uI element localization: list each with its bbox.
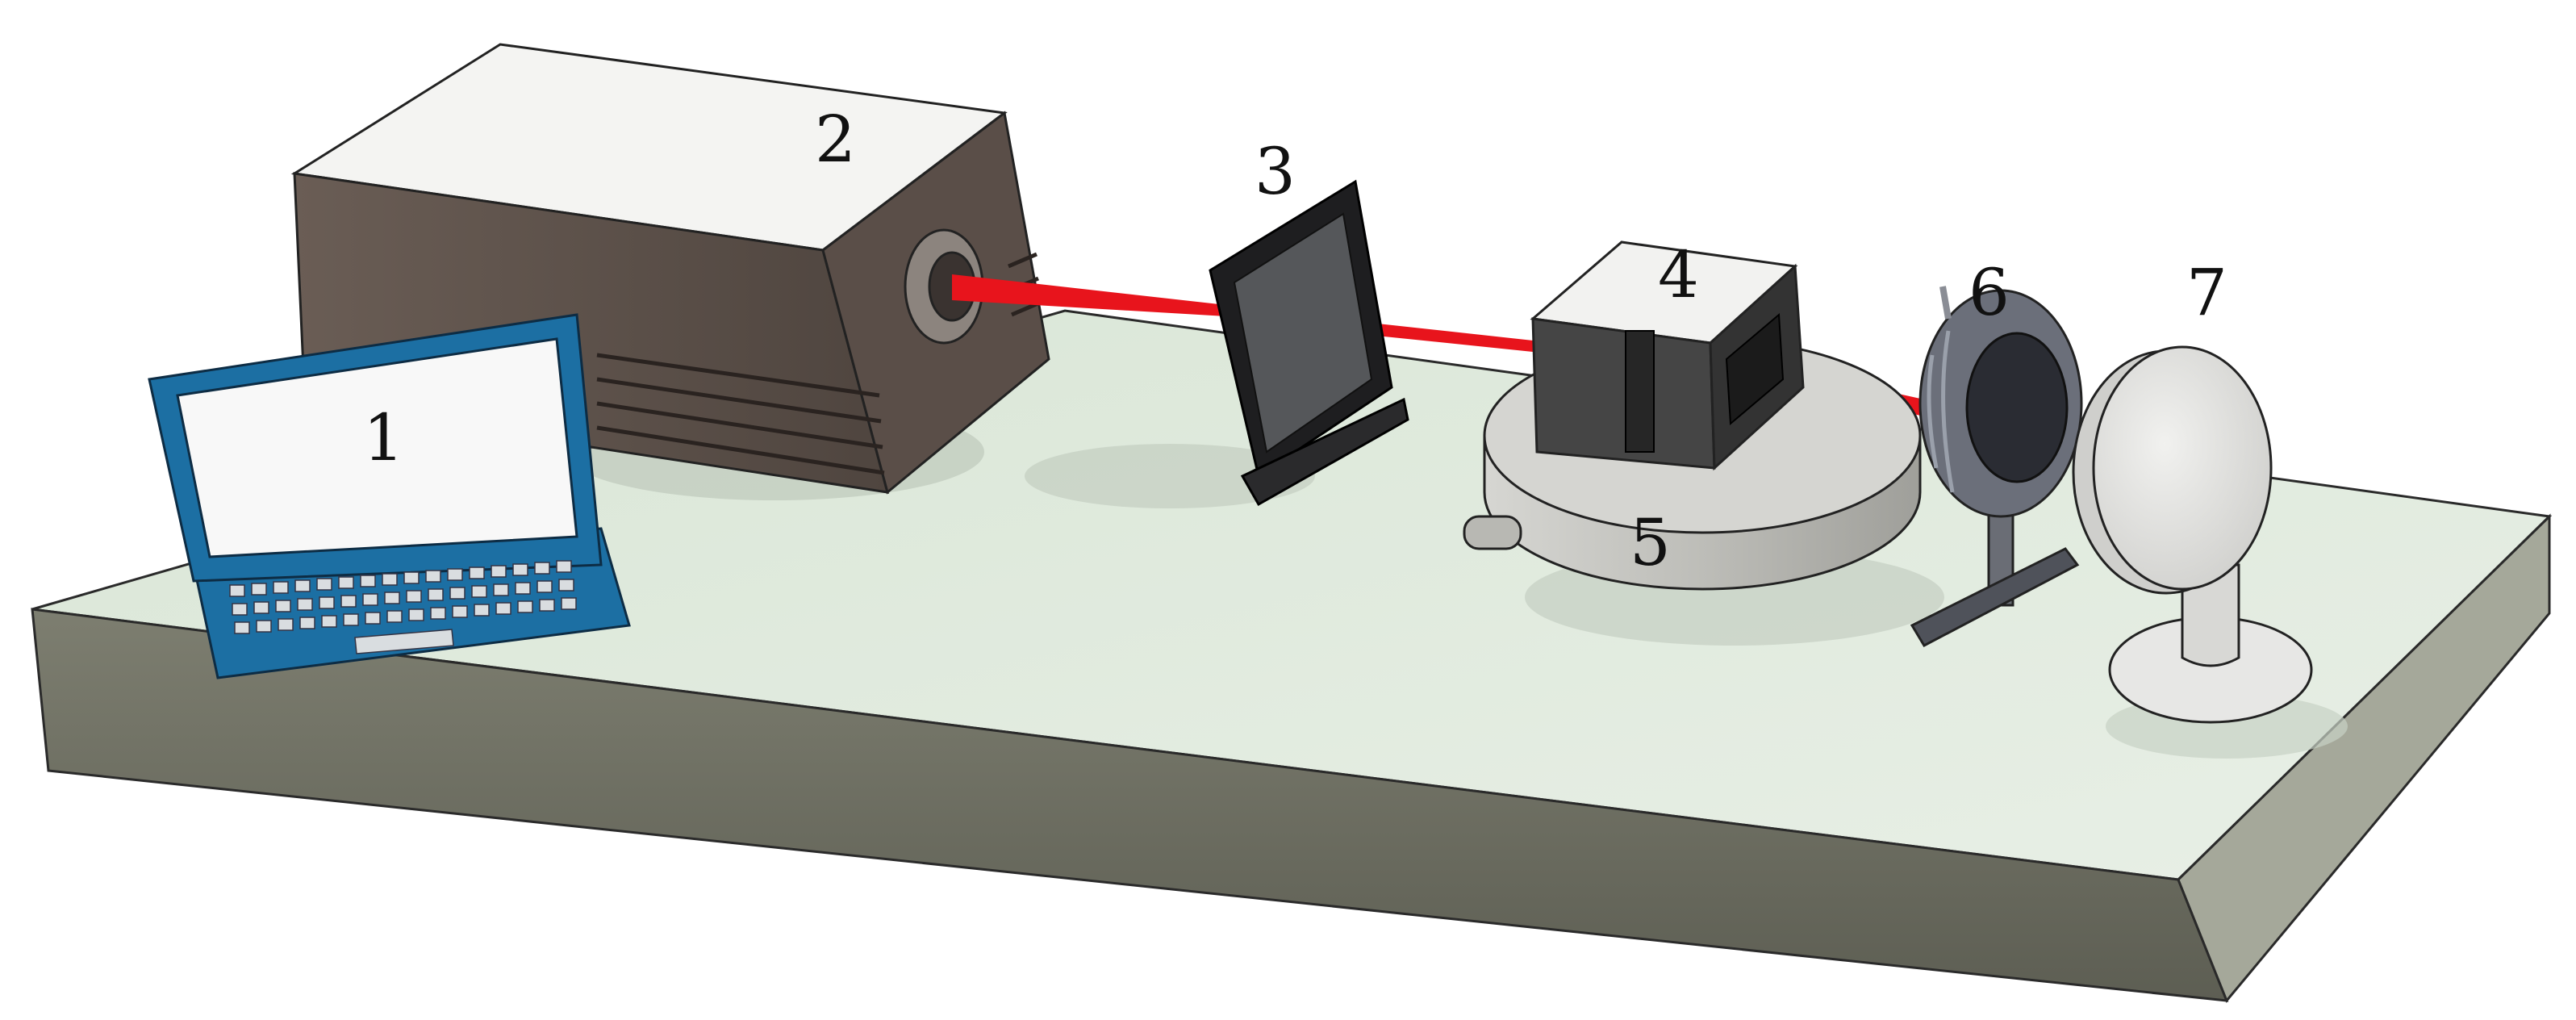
filter-glass bbox=[1233, 212, 1373, 454]
holder-slot bbox=[1625, 330, 1655, 453]
lens-rail bbox=[1910, 547, 2080, 647]
lens-adjust-screw bbox=[1939, 286, 1952, 320]
lens-ring-inner bbox=[1965, 332, 2069, 483]
holder-front-face bbox=[1531, 317, 1716, 470]
stage-knob bbox=[1463, 515, 1522, 550]
detector-head-face bbox=[2092, 345, 2273, 591]
computer: 1 bbox=[148, 313, 631, 679]
laptop-screen bbox=[176, 337, 578, 558]
filter-base bbox=[1240, 397, 1409, 507]
sample-holder: 4 bbox=[1530, 237, 1805, 471]
filter-plate: 3 bbox=[1209, 134, 1409, 507]
label-detector: 7 bbox=[2186, 255, 2227, 330]
lens-mount: 6 bbox=[1910, 255, 2083, 647]
label-filter: 3 bbox=[1255, 134, 1296, 209]
label-lens-mount: 6 bbox=[1969, 255, 2010, 330]
filter-shadow bbox=[1025, 444, 1315, 508]
lens-ring-grooves bbox=[1927, 330, 1955, 493]
laser-cooling-fins bbox=[596, 353, 885, 475]
beam-segment-source-to-filter bbox=[952, 274, 1226, 316]
label-computer: 1 bbox=[363, 400, 404, 475]
holder-window bbox=[1725, 312, 1785, 426]
label-laser-source: 2 bbox=[815, 102, 856, 177]
label-sample-holder: 4 bbox=[1658, 237, 1699, 312]
table-right-side bbox=[2177, 513, 2551, 1003]
detector: 7 bbox=[2072, 255, 2313, 724]
label-rotation-stage: 5 bbox=[1630, 505, 1671, 580]
laptop-keyboard bbox=[229, 560, 577, 654]
detector-stem bbox=[2181, 563, 2240, 667]
